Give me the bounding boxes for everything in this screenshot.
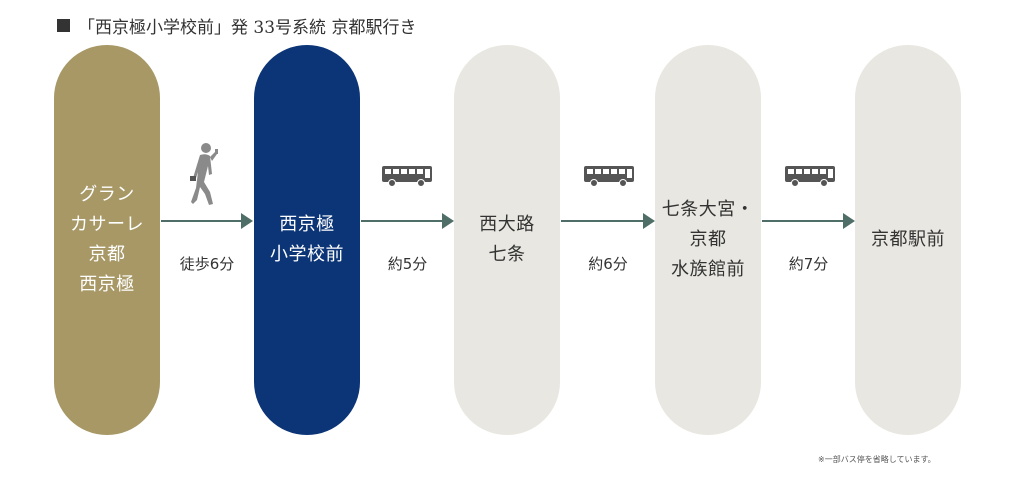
stop-name: 七条大宮・ 京都 水族館前 xyxy=(661,199,755,280)
arrow-head-icon xyxy=(442,213,454,229)
walking-person-icon xyxy=(190,143,218,205)
arrow-head-icon xyxy=(241,213,253,229)
arrow-segment-3 xyxy=(561,211,655,231)
bus-icon xyxy=(584,166,634,187)
arrow-line xyxy=(762,220,845,222)
arrow-line xyxy=(361,220,444,222)
arrow-segment-4 xyxy=(762,211,855,231)
footnote: ※一部バス停を省略しています。 xyxy=(818,455,936,464)
bus-icon xyxy=(785,166,835,187)
arrow-head-icon xyxy=(643,213,655,229)
bus-icon xyxy=(382,166,432,187)
stop-destination: 京都駅前 xyxy=(855,45,961,435)
stop-name: 西大路 七条 xyxy=(479,214,535,265)
arrow-segment-1 xyxy=(161,211,253,231)
stop-name: 西京極 小学校前 xyxy=(270,214,344,265)
stop-name: グラン カサーレ 京都 西京極 xyxy=(70,184,144,295)
segment-duration: 約7分 xyxy=(788,255,829,273)
stop-name: 京都駅前 xyxy=(871,229,945,250)
segment-duration: 徒歩6分 xyxy=(179,255,235,273)
segment-duration: 約5分 xyxy=(387,255,428,273)
arrow-segment-2 xyxy=(361,211,454,231)
stop-departure: 西京極 小学校前 xyxy=(254,45,360,435)
arrow-head-icon xyxy=(843,213,855,229)
arrow-line xyxy=(161,220,243,222)
diagram-title: 「西京極小学校前」発 33号系統 京都駅行き xyxy=(78,17,417,38)
stop-origin: グラン カサーレ 京都 西京極 xyxy=(54,45,160,435)
arrow-line xyxy=(561,220,645,222)
diagram-header: 「西京極小学校前」発 33号系統 京都駅行き xyxy=(57,12,416,38)
stop-intermediate-2: 七条大宮・ 京都 水族館前 xyxy=(655,45,761,435)
square-bullet-icon xyxy=(57,18,70,32)
stop-intermediate-1: 西大路 七条 xyxy=(454,45,560,435)
segment-duration: 約6分 xyxy=(588,255,628,273)
